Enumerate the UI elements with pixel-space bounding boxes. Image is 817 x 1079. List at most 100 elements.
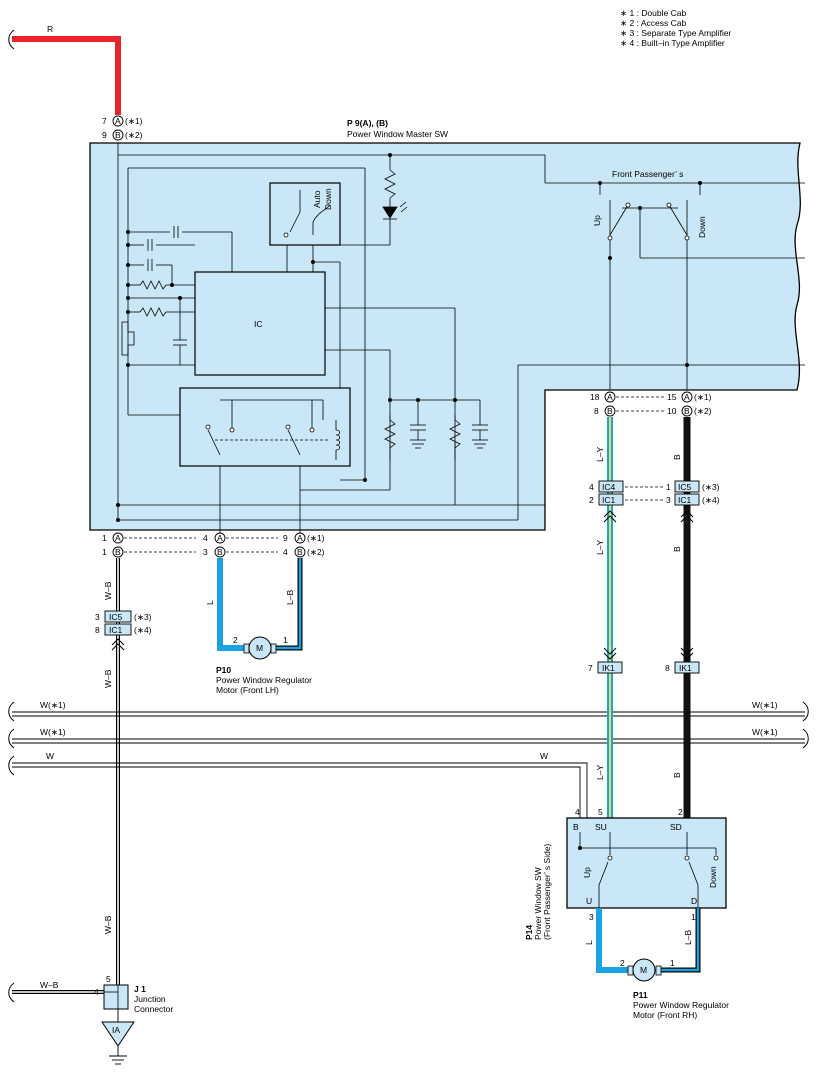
up-label: Up [592,215,602,226]
conn-ic5-right: IC5 [678,482,692,492]
pss-pin2: 2 [678,807,683,817]
auto-label: Auto [312,190,322,208]
pin-r1-b-num: 8 [594,406,599,416]
conn-ic4-pin: 4 [589,482,594,492]
conn-ic1-mid: IC1 [602,495,616,505]
master-switch-name: Power Window Master SW [347,129,448,139]
pin-mr-a-note: (∗1) [307,533,325,543]
pin-mid-b-num: 3 [203,547,208,557]
wire-label-b1: B [672,454,682,460]
motor-rh-pin-left: 2 [620,958,625,968]
pss-pin4: 4 [575,807,580,817]
motor-lh-code: P10 [216,665,231,675]
pin-left-b-num: 1 [102,547,107,557]
motor-lh-pin-left: 2 [233,635,238,645]
motor-rh-wires: L L–B [584,908,701,973]
pss-su: SU [595,822,607,832]
wire-label-wb2: W–B [103,669,113,688]
conn-ic1-left-note: (∗4) [134,625,152,635]
wire-b: B B B [672,417,691,818]
pin-r1-b-letter: B [607,406,613,416]
wire-label-wb1: W–B [103,581,113,600]
pin-mr-b-letter: B [297,547,303,557]
wire-label-w2-right: W(∗1) [752,727,778,737]
down2-label: Down [697,216,707,238]
note-4: ∗ 4 : Built–in Type Amplifier [620,38,725,48]
junction-pin5: 5 [106,974,111,984]
pss-u: U [586,896,592,906]
wire-ly: L–Y L–Y L–Y [595,417,613,818]
junction-ground-label: IA [112,1025,120,1035]
pss-sd: SD [670,822,682,832]
wire-label-ly1: L–Y [595,447,605,462]
motor-lh: M 2 1 P10 Power Window Regulator Motor (… [216,635,312,695]
junction-code: J 1 [134,984,146,994]
conn-ic1-right: IC1 [678,495,692,505]
motor-lh-pin-right: 1 [283,635,288,645]
motor-rh-symbol: M [640,965,647,975]
pin-top-b-letter: B [115,130,121,140]
wire-label-l-rh: L [584,940,594,945]
wire-label-wb3: W–B [103,915,113,934]
ic-label: IC [254,319,263,329]
wire-label-b2: B [672,546,682,552]
pss-b: B [573,822,579,832]
conn-ic1-mid-pin: 2 [589,495,594,505]
master-bottom-pins: A B 1 1 A B 4 3 A B 9 4 (∗1) (∗2) [102,532,325,558]
pss-d: D [691,896,697,906]
pss-code: P14 [524,925,534,940]
conn-ic1-right-note: (∗4) [702,495,720,505]
wire-label-r: R [47,24,53,34]
wire-label-b3: B [672,772,682,778]
wire-label-ly3: L–Y [595,765,605,780]
pin-r2-b-note: (∗2) [694,406,712,416]
pin-mid-a-letter: A [217,533,223,543]
conn-ik1-b: IK1 [679,663,692,673]
conn-ic1-left: IC1 [109,625,123,635]
pss-pin1: 1 [691,912,696,922]
wire-label-w-left: W [46,751,54,761]
pin-mr-a-num: 9 [283,533,288,543]
conn-ic5-right-note: (∗3) [702,482,720,492]
wire-label-w1-left: W(∗1) [40,700,66,710]
motor-rh-line2: Motor (Front RH) [633,1010,697,1020]
pin-r2-a-letter: A [684,392,690,402]
note-3: ∗ 3 : Separate Type Amplifier [620,28,732,38]
conn-ic1-left-pin: 8 [95,625,100,635]
master-switch: P 9(A), (B) Power Window Master SW [89,118,805,535]
pin-left-b-letter: B [115,547,121,557]
motor-rh-pin-right: 1 [670,958,675,968]
down-label: Down [323,188,333,210]
wire-label-wb-j: W–B [40,980,59,990]
motor-lh-symbol: M [256,643,263,653]
pin-mid-a-num: 4 [203,533,208,543]
notes-legend: ∗ 1 : Double Cab ∗ 2 : Access Cab ∗ 3 : … [620,8,732,48]
master-right-pins: A B 18 8 A B 15 10 (∗1) (∗2) [590,391,712,417]
junction-line1: Junction [134,994,166,1004]
top-pins: A B 7 9 (∗1) (∗2) [102,115,143,141]
junction-pin4: 4 [94,987,99,997]
pin-mr-b-note: (∗2) [307,547,325,557]
pin-left-a-letter: A [115,533,121,543]
wire-label-w-mid: W [540,751,548,761]
conn-ic5-left-note: (∗3) [134,612,152,622]
note-2: ∗ 2 : Access Cab [620,18,686,28]
pin-top-a-letter: A [115,116,121,126]
pin-r2-b-num: 10 [667,406,677,416]
junction-connector: W–B 5 4 J 1 Junction Connector IA [8,974,173,1065]
master-switch-code: P 9(A), (B) [347,118,388,128]
conn-ic5-right-pin: 1 [666,482,671,492]
wire-label-l-lh: L [205,600,215,605]
auto-down-switch [269,182,341,246]
conn-ik1-b-pin: 8 [665,663,670,673]
conn-ic4: IC4 [602,482,616,492]
pin-r2-b-letter: B [684,406,690,416]
wire-label-ly2: L–Y [595,540,605,555]
mid-connectors: IC4 IC1 4 2 IC5 IC1 1 3 (∗3) (∗4) IK1 IK… [588,480,720,674]
pin-r2-a-note: (∗1) [694,392,712,402]
motor-lh-line2: Motor (Front LH) [216,685,279,695]
conn-ic5-left-pin: 3 [95,612,100,622]
wire-label-lb-lh: L–B [285,590,295,605]
pss-name2: (Front Passenger’ s Side) [542,843,552,940]
